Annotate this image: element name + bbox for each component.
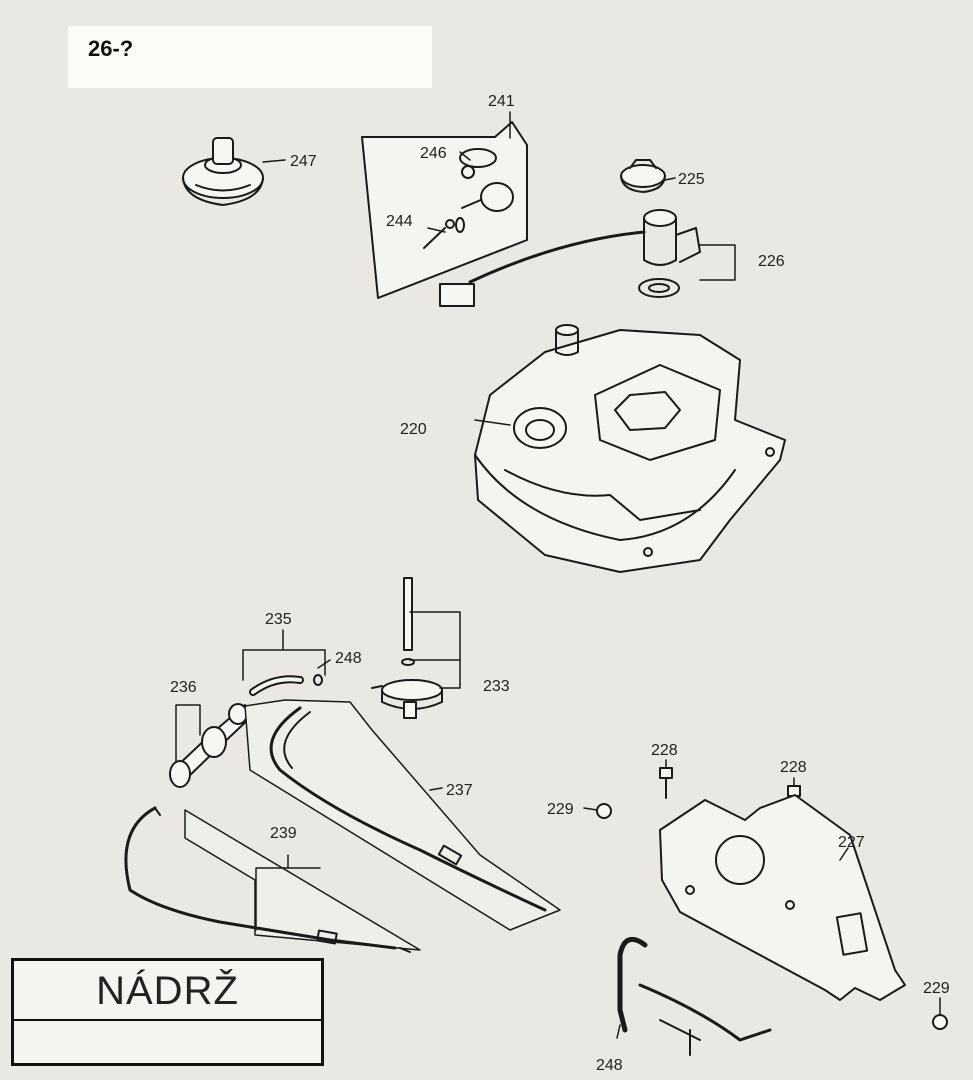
vacuum-hose-drawing xyxy=(124,806,421,953)
bolt-drawing-left xyxy=(659,767,673,799)
diagram-title: NÁDRŽ xyxy=(96,969,239,1013)
callout-227: 227 xyxy=(838,834,865,851)
breather-hose-drawing xyxy=(617,936,772,1056)
nut-drawing-left xyxy=(596,803,612,819)
callout-239: 239 xyxy=(270,825,297,842)
callout-229-left: 229 xyxy=(547,801,574,818)
callout-248-bottom: 248 xyxy=(596,1057,623,1074)
callout-248-top: 248 xyxy=(335,650,362,667)
callout-229-right: 229 xyxy=(923,980,950,997)
callout-225: 225 xyxy=(678,171,705,188)
callout-labels: 247 241 246 244 225 226 220 235 248 233 … xyxy=(170,93,950,1074)
fuel-cock-drawing xyxy=(371,577,443,719)
vent-cap-drawing xyxy=(182,137,264,206)
leader-lines xyxy=(175,111,941,1039)
fuel-filter-drawing xyxy=(169,703,253,788)
fuel-cap-drawing xyxy=(620,159,666,193)
callout-236: 236 xyxy=(170,679,197,696)
callout-228-left: 228 xyxy=(651,742,678,759)
fuel-tank-drawing xyxy=(474,324,786,573)
page-number: 26-? xyxy=(88,36,134,61)
callout-233: 233 xyxy=(483,678,510,695)
callout-226: 226 xyxy=(758,253,785,270)
fuel-gauge-sender-drawing xyxy=(439,209,701,307)
page-number-tag: 26-? xyxy=(68,26,432,88)
callout-237: 237 xyxy=(446,782,473,799)
callout-220: 220 xyxy=(400,421,427,438)
callout-235: 235 xyxy=(265,611,292,628)
callout-228-right: 228 xyxy=(780,759,807,776)
callout-244: 244 xyxy=(386,213,413,230)
callout-241: 241 xyxy=(488,93,515,110)
hose-drawing xyxy=(249,674,323,696)
title-divider xyxy=(14,1019,321,1021)
tank-bracket-drawing xyxy=(659,794,906,1001)
nut-drawing-right xyxy=(932,1014,948,1030)
callout-246: 246 xyxy=(420,145,447,162)
callout-247: 247 xyxy=(290,153,317,170)
fuel-hose-drawing xyxy=(244,699,561,931)
title-box: NÁDRŽ xyxy=(11,958,324,1066)
kit-panel-drawing xyxy=(361,121,528,299)
